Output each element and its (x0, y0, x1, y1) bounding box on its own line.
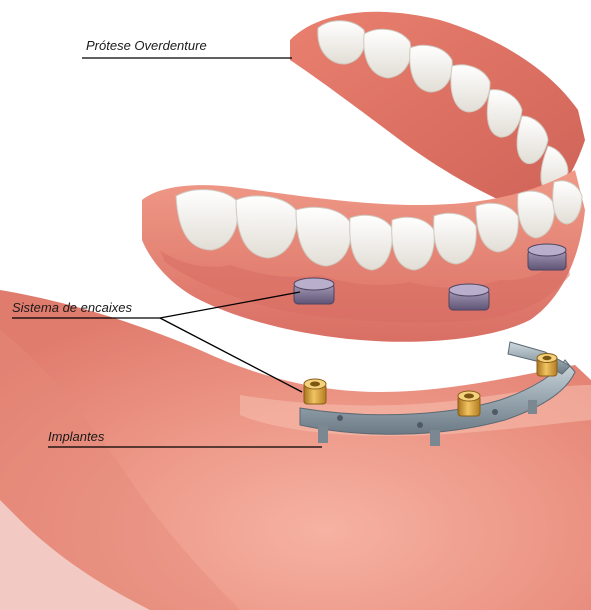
label-implants: Implantes (48, 429, 105, 444)
label-attachments: Sistema de encaixes (12, 300, 132, 315)
lower-jaw-gum (0, 290, 591, 610)
label-denture: Prótese Overdenture (86, 38, 207, 53)
upper-denture (290, 12, 585, 215)
lower-denture (142, 170, 585, 342)
